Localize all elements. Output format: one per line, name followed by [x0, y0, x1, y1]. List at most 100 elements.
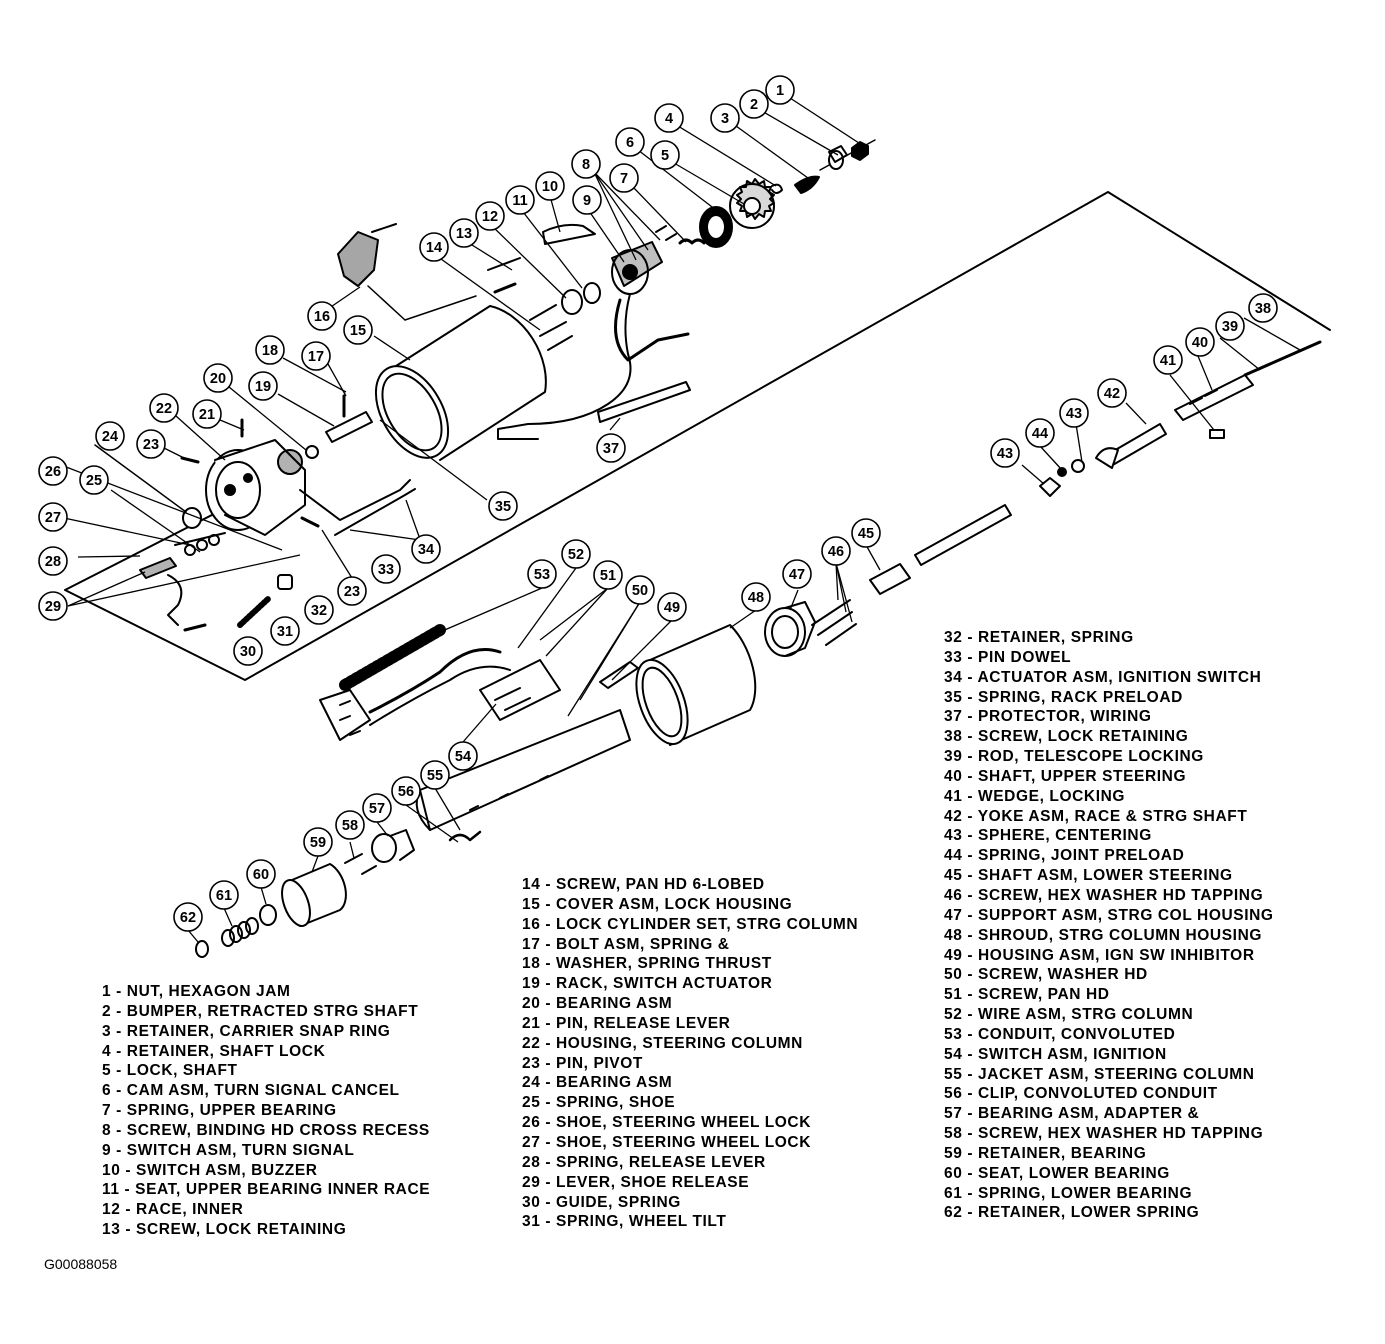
svg-text:42: 42 — [1104, 386, 1120, 402]
housing-support — [764, 601, 816, 657]
svg-text:13: 13 — [456, 226, 472, 242]
callout-11: 11 — [505, 185, 535, 215]
svg-text:52: 52 — [568, 547, 584, 563]
cancel-cam — [699, 206, 733, 248]
svg-text:61: 61 — [216, 888, 232, 904]
svg-text:32: 32 — [311, 603, 327, 619]
wiring-protector — [597, 381, 691, 423]
svg-text:44: 44 — [1032, 426, 1048, 442]
callout-33: 33 — [371, 554, 401, 584]
legend-item: 35 - SPRING, RACK PRELOAD — [944, 688, 1183, 706]
legend-item: 16 - LOCK CYLINDER SET, STRG COLUMN — [522, 915, 859, 933]
svg-text:43: 43 — [1066, 406, 1082, 422]
svg-text:60: 60 — [253, 867, 269, 883]
shaft-lock-plate — [729, 178, 775, 229]
svg-text:37: 37 — [603, 441, 619, 457]
svg-text:16: 16 — [314, 309, 330, 325]
callout-45: 45 — [851, 518, 881, 548]
svg-text:48: 48 — [748, 590, 764, 606]
callout-57: 57 — [362, 793, 392, 823]
svg-text:25: 25 — [86, 473, 102, 489]
svg-text:47: 47 — [789, 567, 805, 583]
legend-item: 20 - BEARING ASM — [522, 995, 673, 1013]
callout-15: 15 — [343, 315, 373, 345]
callout-22: 22 — [149, 393, 179, 423]
legend-item: 57 - BEARING ASM, ADAPTER & — [944, 1105, 1200, 1123]
legend-item: 52 - WIRE ASM, STRG COLUMN — [944, 1006, 1194, 1024]
callout-56: 56 — [391, 776, 421, 806]
legend-item: 9 - SWITCH ASM, TURN SIGNAL — [102, 1141, 355, 1159]
switch-actuator-rack — [325, 411, 373, 443]
callout-39: 39 — [1215, 311, 1245, 341]
svg-text:56: 56 — [398, 784, 414, 800]
svg-text:59: 59 — [310, 835, 326, 851]
centering-sphere — [1071, 459, 1085, 473]
callout-30: 30 — [233, 636, 263, 666]
callout-51: 51 — [593, 560, 623, 590]
svg-text:3: 3 — [721, 111, 729, 127]
legend-item: 30 - GUIDE, SPRING — [522, 1193, 681, 1211]
legend-item: 59 - RETAINER, BEARING — [944, 1144, 1147, 1162]
svg-text:33: 33 — [378, 562, 394, 578]
callout-13: 13 — [449, 218, 479, 248]
svg-text:1: 1 — [776, 83, 784, 99]
lower-spring-retainer — [195, 940, 209, 958]
legend-item: 8 - SCREW, BINDING HD CROSS RECESS — [102, 1121, 430, 1139]
legend-item: 58 - SCREW, HEX WASHER HD TAPPING — [944, 1125, 1264, 1143]
svg-text:8: 8 — [582, 157, 590, 173]
leader-lines — [47, 97, 1301, 943]
legend-item: 33 - PIN DOWEL — [944, 648, 1072, 666]
callout-28: 28 — [38, 546, 68, 576]
svg-text:24: 24 — [102, 429, 118, 445]
callout-9: 9 — [572, 185, 602, 215]
callout-16: 16 — [307, 301, 337, 331]
callout-54: 54 — [448, 741, 478, 771]
callout-25: 25 — [79, 465, 109, 495]
lower-steering-shaft — [869, 504, 1012, 595]
legend-item: 50 - SCREW, WASHER HD — [944, 966, 1148, 984]
legend-item: 3 - RETAINER, CARRIER SNAP RING — [102, 1022, 391, 1040]
legend-item: 44 - SPRING, JOINT PRELOAD — [944, 847, 1185, 865]
callout-4: 4 — [654, 103, 684, 133]
svg-text:18: 18 — [262, 343, 278, 359]
legend-item: 48 - SHROUD, STRG COLUMN HOUSING — [944, 926, 1263, 944]
legend-item: 6 - CAM ASM, TURN SIGNAL CANCEL — [102, 1082, 400, 1100]
svg-text:58: 58 — [342, 818, 358, 834]
callout-55: 55 — [420, 760, 450, 790]
callout-47: 47 — [782, 559, 812, 589]
ignition-inhibitor-housing — [599, 661, 639, 689]
legend-item: 17 - BOLT ASM, SPRING & — [522, 935, 730, 953]
yoke-assembly — [1095, 423, 1167, 469]
legend-item: 22 - HOUSING, STEERING COLUMN — [522, 1034, 803, 1052]
callout-23: 23 — [136, 429, 166, 459]
svg-text:15: 15 — [350, 323, 366, 339]
legend-item: 21 - PIN, RELEASE LEVER — [522, 1014, 731, 1032]
column-shroud — [635, 624, 757, 746]
adapter-bearing — [371, 829, 415, 863]
callout-23b: 23 — [337, 576, 367, 606]
svg-text:55: 55 — [427, 768, 443, 784]
legend-item: 54 - SWITCH ASM, IGNITION — [944, 1045, 1167, 1063]
turn-signal-switch — [497, 225, 690, 440]
svg-text:30: 30 — [240, 644, 256, 660]
svg-text:35: 35 — [495, 499, 511, 515]
legend-item: 27 - SHOE, STEERING WHEEL LOCK — [522, 1133, 811, 1151]
legend-item: 10 - SWITCH ASM, BUZZER — [102, 1161, 318, 1179]
legend-item: 4 - RETAINER, SHAFT LOCK — [102, 1042, 326, 1060]
legend-item: 14 - SCREW, PAN HD 6-LOBED — [522, 876, 765, 893]
ignition-actuator-rod — [299, 479, 416, 536]
callout-53: 53 — [527, 559, 557, 589]
legend-item: 29 - LEVER, SHOE RELEASE — [522, 1173, 750, 1191]
lower-yoke — [1039, 477, 1061, 497]
svg-text:34: 34 — [418, 542, 434, 558]
callout-35: 35 — [488, 491, 518, 521]
legend-item: 2 - BUMPER, RETRACTED STRG SHAFT — [102, 1002, 419, 1020]
svg-text:4: 4 — [665, 111, 673, 127]
svg-text:54: 54 — [455, 749, 471, 765]
legend-item: 47 - SUPPORT ASM, STRG COL HOUSING — [944, 906, 1274, 924]
callout-24: 24 — [95, 421, 125, 451]
svg-text:22: 22 — [156, 401, 172, 417]
svg-text:7: 7 — [620, 171, 628, 187]
